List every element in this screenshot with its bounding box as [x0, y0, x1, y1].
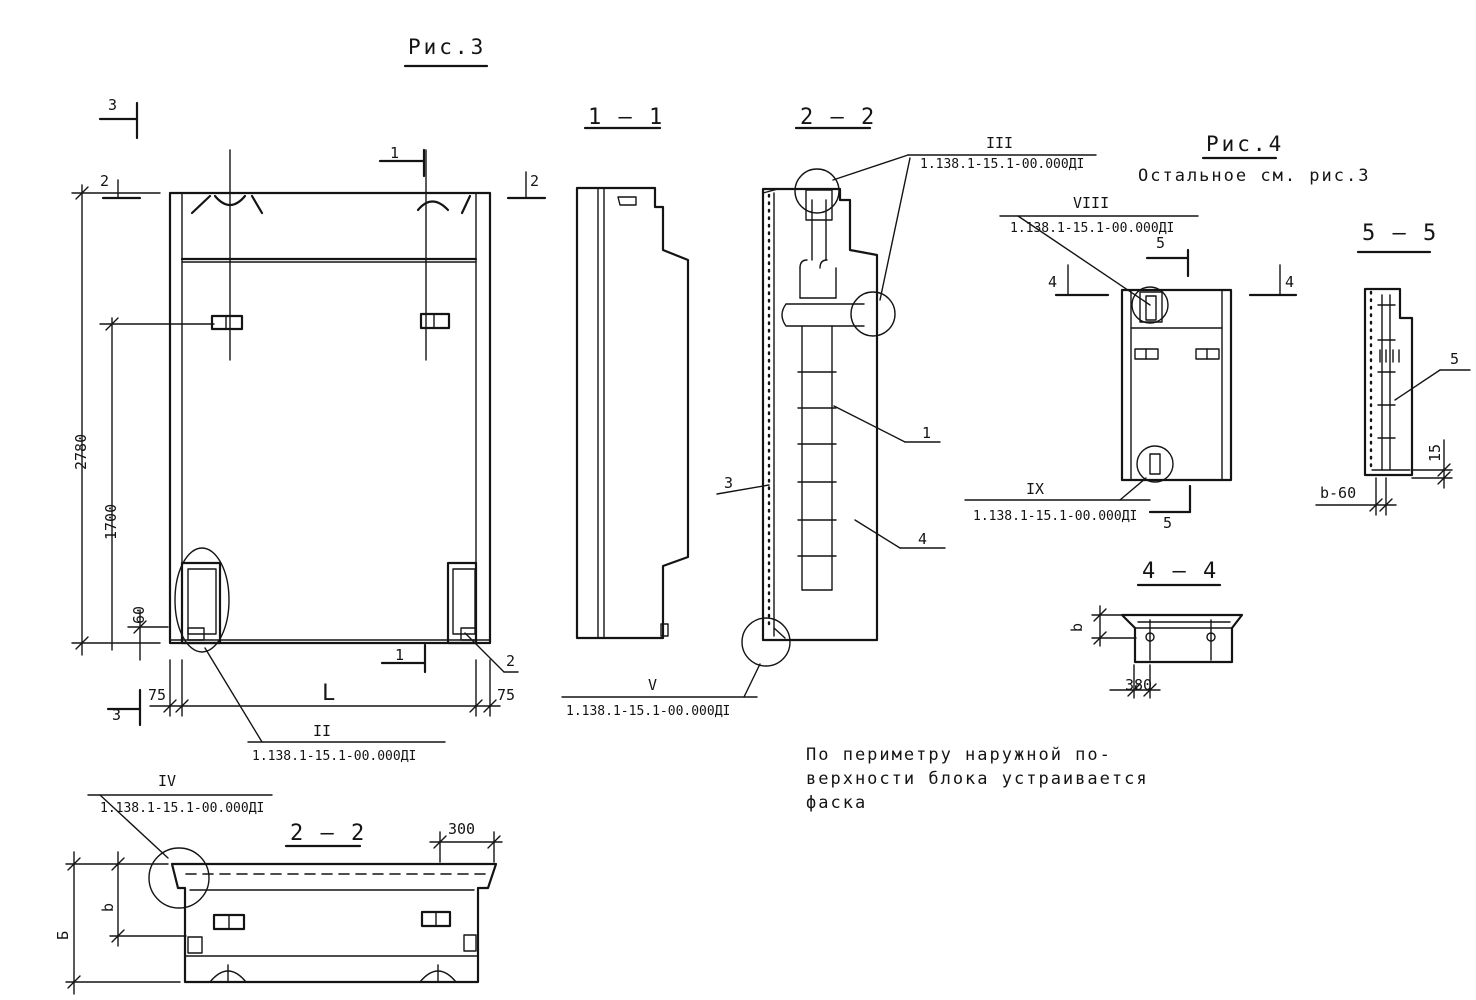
- callout-II-code: 1.138.1-15.1-00.000ДI: [252, 749, 416, 764]
- note-line-1: По периметру наружной по-: [806, 745, 1112, 765]
- dim-300: 300: [448, 820, 475, 838]
- dim-2780: 2780: [72, 434, 90, 470]
- cut-1-bottom-label: 1: [395, 646, 404, 664]
- dim-75-right: 75: [497, 686, 515, 704]
- fig3-title-group: Рис.3: [403, 35, 489, 68]
- callout-VIII-numeral: VIII: [1073, 194, 1109, 212]
- callout-III-numeral: III: [986, 134, 1013, 152]
- fig4-subtitle: Остальное см. рис.3: [1138, 166, 1370, 186]
- note-line-2: верхности блока устраивается: [806, 769, 1149, 789]
- callout-II-numeral: II: [313, 722, 331, 740]
- dim-380: 380: [1125, 676, 1152, 694]
- callout-V: V 1.138.1-15.1-00.000ДI: [561, 663, 761, 719]
- fig3-title: Рис.3: [408, 35, 486, 59]
- section-2-2-top-title: 2 — 2: [800, 105, 876, 130]
- dim-60: 60: [130, 606, 148, 624]
- callout-IX-code: 1.138.1-15.1-00.000ДI: [973, 509, 1137, 524]
- pos-2-label: 2: [506, 652, 515, 670]
- dim-b: b: [99, 903, 117, 912]
- dim-1700: 1700: [102, 504, 120, 540]
- fig4-cut-marks: 4 4 5 5: [1048, 234, 1298, 532]
- front-view-position-2: 2: [464, 632, 519, 673]
- section-4-4-title: 4 — 4: [1142, 559, 1218, 584]
- callout-II: II 1.138.1-15.1-00.000ДI: [204, 647, 446, 764]
- section-5-5-title: 5 — 5: [1362, 221, 1438, 246]
- front-view: [168, 149, 492, 653]
- section-2-2-horizontal: 2 — 2: [148, 821, 498, 984]
- fig3-cut-marks: 3 3 2 2 1 1: [98, 96, 547, 727]
- cut-1-top-label: 1: [390, 144, 399, 162]
- callout-IV-code: 1.138.1-15.1-00.000ДI: [100, 801, 264, 816]
- cut-2-right-label: 2: [530, 172, 539, 190]
- pos-1-label: 1: [922, 424, 931, 442]
- note-line-3: фаска: [806, 793, 867, 813]
- callout-V-code: 1.138.1-15.1-00.000ДI: [566, 704, 730, 719]
- fig4-title-group: Рис.4 Остальное см. рис.3: [1138, 132, 1370, 186]
- pos-5-label: 5: [1450, 350, 1459, 368]
- dim-B: Б: [54, 931, 72, 940]
- cut-5-top-label: 5: [1156, 234, 1165, 252]
- callout-IV-numeral: IV: [158, 772, 176, 790]
- section-2-2-horizontal-dimensions: Б b 300: [54, 820, 503, 995]
- dim-length: L: [322, 681, 337, 706]
- front-view-dimensions: 2780 1700 60 75 75 L: [71, 184, 515, 717]
- dim-4-4-b: b: [1068, 623, 1086, 632]
- callout-IX-numeral: IX: [1026, 480, 1044, 498]
- callout-V-numeral: V: [648, 676, 657, 694]
- section-2-2-positions: 1 3 4: [716, 405, 946, 549]
- callout-VIII: VIII 1.138.1-15.1-00.000ДI: [999, 194, 1199, 306]
- cut-3-bottom-label: 3: [112, 706, 121, 724]
- fig4-title: Рис.4: [1206, 132, 1284, 156]
- fig4-front-view: [1120, 286, 1233, 483]
- callout-IX: IX 1.138.1-15.1-00.000ДI: [964, 477, 1151, 524]
- dim-15: 15: [1426, 444, 1444, 462]
- chamfer-note: По периметру наружной по- верхности блок…: [806, 745, 1149, 813]
- callout-III-code: 1.138.1-15.1-00.000ДI: [920, 157, 1084, 172]
- section-2-2-bottom-title: 2 — 2: [290, 821, 366, 846]
- dim-75-left: 75: [148, 686, 166, 704]
- cut-4-right-label: 4: [1285, 273, 1294, 291]
- section-5-5: 5 — 5 5 15 b-60: [1315, 221, 1471, 516]
- cut-5-bottom-label: 5: [1163, 514, 1172, 532]
- callout-III: III 1.138.1-15.1-00.000ДI: [832, 134, 1097, 301]
- pos-4-label: 4: [918, 530, 927, 548]
- callout-VIII-code: 1.138.1-15.1-00.000ДI: [1010, 221, 1174, 236]
- dim-range: b-60: [1320, 484, 1356, 502]
- pos-3-label: 3: [724, 474, 733, 492]
- section-1-1-title: 1 — 1: [588, 105, 664, 130]
- section-2-2-vertical: 2 — 2: [741, 105, 896, 667]
- callout-IV: IV 1.138.1-15.1-00.000ДI: [87, 772, 273, 859]
- cut-4-left-label: 4: [1048, 273, 1057, 291]
- section-4-4: 4 — 4 b 380: [1068, 559, 1244, 699]
- cut-3-top-label: 3: [108, 96, 117, 114]
- cut-2-left-label: 2: [100, 172, 109, 190]
- section-1-1: 1 — 1: [575, 105, 690, 640]
